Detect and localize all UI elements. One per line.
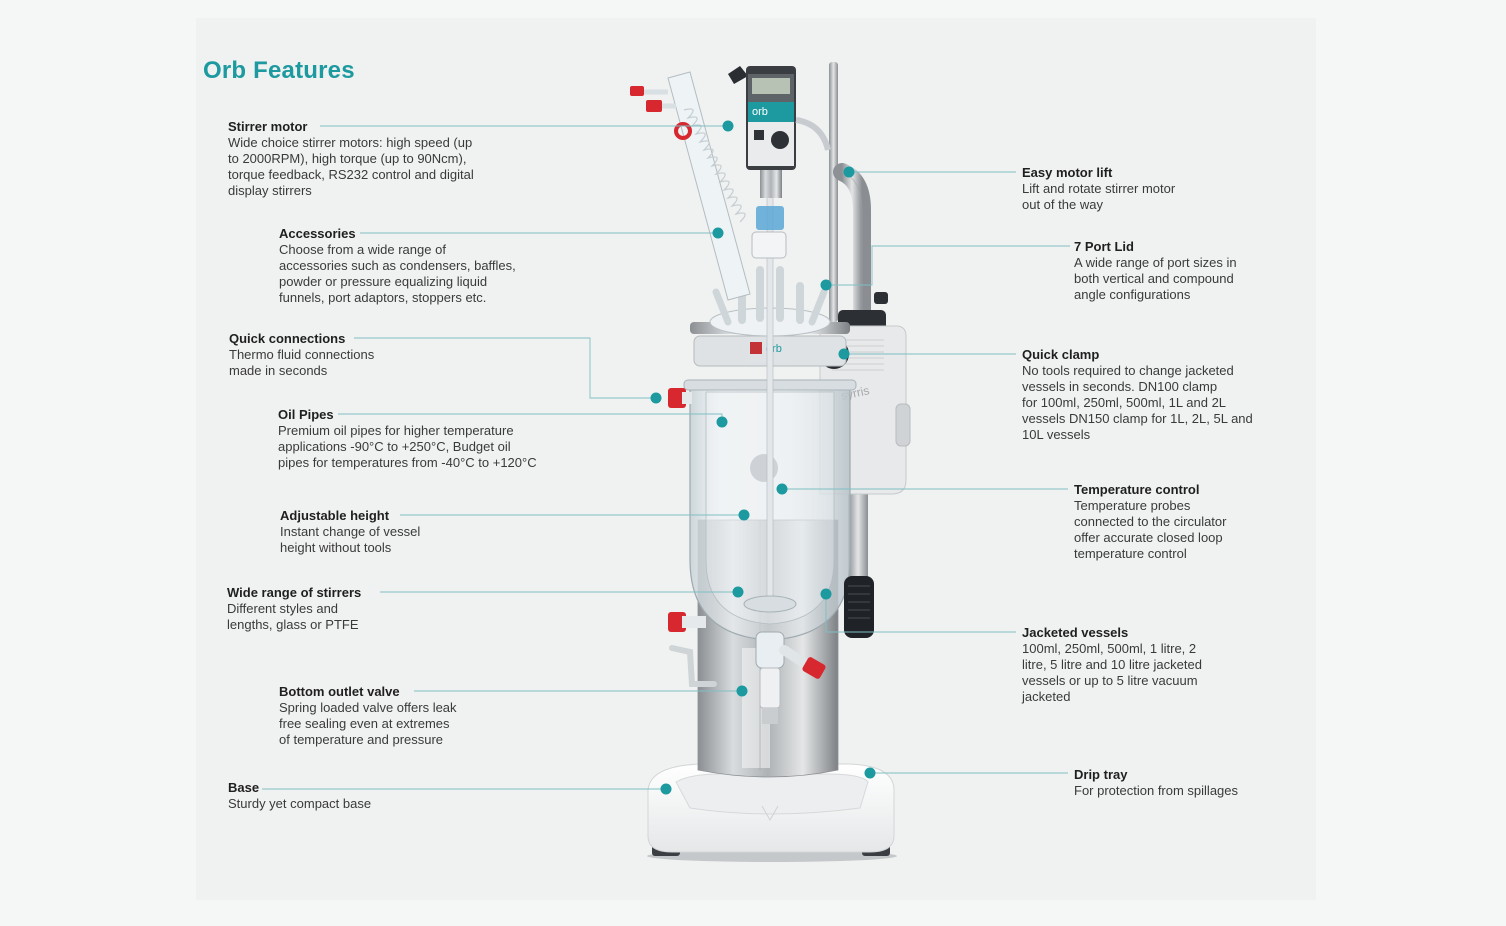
feature-quick-connections: Quick connections Thermo fluid connectio…: [229, 331, 374, 379]
feature-title: Adjustable height: [280, 508, 390, 523]
dot-drip-tray: [864, 767, 876, 779]
feature-accessories: Accessories Choose from a wide range of …: [279, 226, 516, 306]
page-title: Orb Features: [203, 57, 355, 84]
feature-easy-motor-lift: Easy motor lift Lift and rotate stirrer …: [1022, 165, 1175, 213]
dot-wide-range-of-stirrers: [732, 586, 744, 598]
feature-title: Temperature control: [1074, 482, 1200, 497]
jacket-handle: [844, 576, 874, 638]
dot-7-port-lid: [820, 279, 832, 291]
feature-description: Sturdy yet compact base: [228, 796, 372, 811]
feature-description: Instant change of vessel height without …: [280, 524, 421, 555]
feature-description: A wide range of port sizes in both verti…: [1074, 255, 1237, 302]
feature-title: 7 Port Lid: [1074, 239, 1134, 254]
dot-easy-motor-lift: [843, 166, 855, 178]
dot-quick-connections: [650, 392, 662, 404]
dot-temperature-control: [776, 483, 788, 495]
feature-title: Drip tray: [1074, 767, 1128, 782]
dot-base: [660, 783, 672, 795]
feature-description: Choose from a wide range of accessories …: [279, 242, 516, 305]
feature-description: No tools required to change jacketed ves…: [1022, 363, 1253, 442]
feature-description: Wide choice stirrer motors: high speed (…: [228, 135, 474, 198]
dot-quick-clamp: [838, 348, 850, 360]
feature-title: Jacketed vessels: [1022, 625, 1129, 640]
dot-accessories: [712, 227, 724, 239]
feature-description: Different styles and lengths, glass or P…: [227, 601, 359, 632]
feature-bottom-outlet-valve: Bottom outlet valve Spring loaded valve …: [279, 684, 457, 748]
feature-description: 100ml, 250ml, 500ml, 1 litre, 2 litre, 5…: [1022, 641, 1202, 704]
stirrer-paddle: [743, 595, 797, 613]
feature-7-port-lid: 7 Port Lid A wide range of port sizes in…: [1074, 239, 1237, 303]
dot-adjustable-height: [738, 509, 750, 521]
motor-label: orb: [752, 106, 768, 118]
feature-title: Oil Pipes: [278, 407, 334, 422]
feature-title: Base: [228, 780, 260, 795]
feature-title: Wide range of stirrers: [227, 585, 362, 600]
feature-wide-range-of-stirrers: Wide range of stirrers Different styles …: [227, 585, 361, 633]
dot-oil-pipes: [716, 416, 728, 428]
feature-title: Quick clamp: [1022, 347, 1100, 362]
feature-title: Easy motor lift: [1022, 165, 1113, 180]
fluid-connectors: [668, 388, 717, 687]
feature-description: Spring loaded valve offers leak free sea…: [279, 700, 457, 747]
feature-title: Bottom outlet valve: [279, 684, 400, 699]
base-unit: [647, 763, 897, 862]
dot-stirrer-motor: [722, 120, 734, 132]
feature-stirrer-motor: Stirrer motor Wide choice stirrer motors…: [228, 119, 474, 199]
feature-description: Temperature probes connected to the circ…: [1074, 498, 1227, 561]
feature-base: Base Sturdy yet compact base: [228, 780, 371, 812]
feature-title: Accessories: [279, 226, 356, 241]
feature-quick-clamp: Quick clamp No tools required to change …: [1022, 347, 1253, 443]
feature-description: Lift and rotate stirrer motor out of the…: [1022, 181, 1176, 212]
feature-description: Premium oil pipes for higher temperature…: [278, 423, 537, 470]
callout-leaders: [262, 125, 1070, 790]
bottom-valve: [755, 631, 826, 724]
feature-temperature-control: Temperature control Temperature probes c…: [1074, 482, 1226, 562]
callout-dots: [650, 120, 876, 795]
stirrer-motor-unit: orb: [728, 66, 831, 259]
feature-drip-tray: Drip tray For protection from spillages: [1074, 767, 1238, 799]
feature-description: For protection from spillages: [1074, 783, 1239, 798]
feature-title: Quick connections: [229, 331, 346, 346]
dot-bottom-outlet-valve: [736, 685, 748, 697]
feature-description: Thermo fluid connections made in seconds: [229, 347, 375, 378]
feature-jacketed-vessels: Jacketed vessels 100ml, 250ml, 500ml, 1 …: [1022, 625, 1202, 705]
dot-jacketed-vessels: [820, 588, 832, 600]
feature-oil-pipes: Oil Pipes Premium oil pipes for higher t…: [278, 407, 537, 471]
feature-title: Stirrer motor: [228, 119, 308, 134]
feature-adjustable-height: Adjustable height Instant change of vess…: [280, 508, 420, 556]
condenser-accessory: [630, 71, 751, 301]
